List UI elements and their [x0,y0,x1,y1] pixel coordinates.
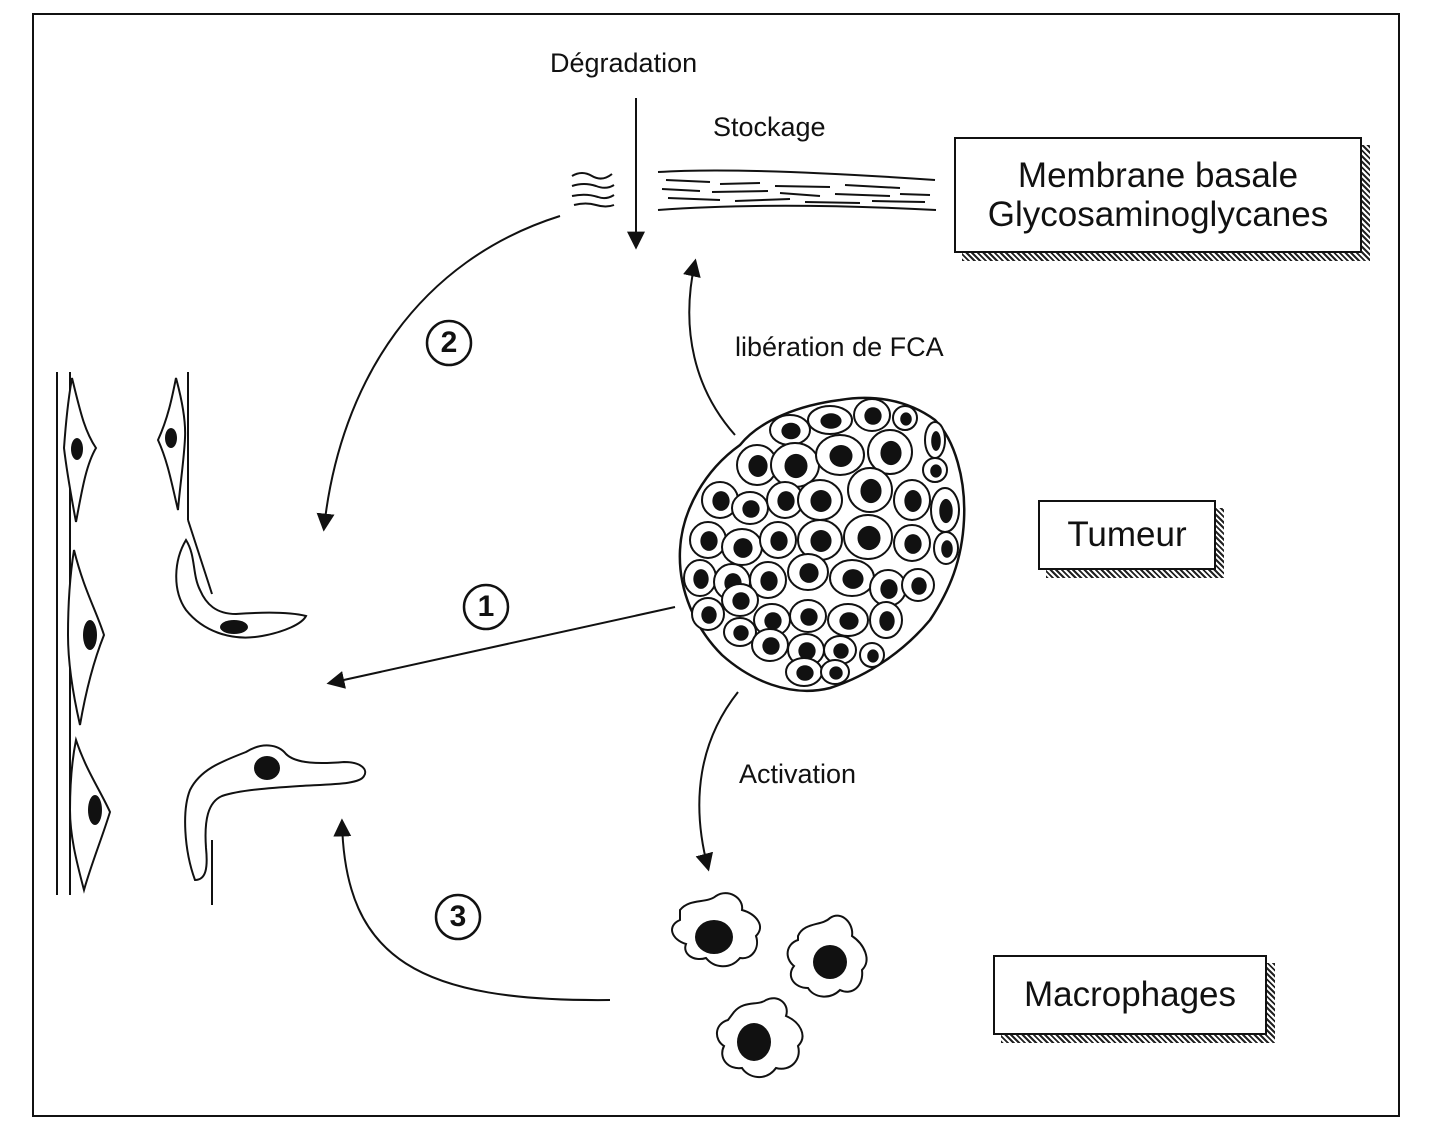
basement-membrane-fragment [571,172,615,208]
membrane-box-line1: Membrane basale [1017,155,1299,195]
tumeur-box-label: Tumeur [1067,515,1187,555]
tumor-cell [930,487,960,533]
tumor-cell [689,521,727,559]
tumor-cell [769,414,811,446]
pathway-2-arrow [316,215,561,532]
tumor-cell [867,429,913,475]
macrophages-box-label: Macrophages [1023,975,1237,1015]
tumeur-box: Tumeur [1038,500,1216,570]
tumor-cell [785,657,823,687]
pathway-3-arrow [333,818,611,1002]
activation-label: Activation [739,759,857,789]
membrane-box-line2: Glycosaminoglycanes [987,195,1329,234]
tumor-cell [922,457,948,483]
tumor-cell [731,491,769,525]
macrophage [671,892,761,968]
endothelial-cell [156,377,187,511]
tumor-cell [789,599,827,633]
macrophage [716,997,804,1078]
tumor-cell [827,603,869,637]
liberation-arrow [683,258,736,436]
basement-membrane [657,169,937,211]
tumor-cell [859,642,885,668]
macrophages-box: Macrophages [993,955,1267,1035]
tumor-cell [751,628,789,662]
tumor-cell [807,405,853,435]
migrating-endothelial-cell [184,744,367,882]
tumor-cell [736,444,778,486]
endothelial-cell [66,549,106,726]
tumor-cell [847,467,893,513]
step-1-marker [462,583,510,631]
tumor-cell [893,524,931,562]
tumor-cell [820,659,850,685]
tumor-cell [721,528,763,566]
endothelial-cell [62,377,98,523]
tumor-cell [901,568,935,602]
tumor-cell [815,434,865,476]
tumor-cell [787,553,829,591]
figure-frame [32,13,1400,1117]
macrophage [786,914,868,998]
step-2-number: 2 [440,326,458,359]
tumor-cell [759,521,797,559]
tumor-cell [853,398,891,432]
tumor-cell [933,531,959,565]
tumor-cell [829,559,875,597]
tumor-cell [843,514,893,560]
degradation-label: Dégradation [550,48,698,78]
tumor-cell [766,481,804,519]
tumor-cell [869,569,907,607]
tumor-cell [823,635,857,665]
pathway-1-arrow [326,606,676,689]
tumor-cell [753,603,791,637]
tumor-cell [691,597,725,631]
step-3-number: 3 [449,900,467,933]
tumor-cell [723,617,757,647]
tumor-cell [869,601,903,639]
tumor-cell [749,561,787,599]
tumor-cell [721,583,759,617]
endothelial-cell [68,736,112,894]
step-2-marker [425,319,473,367]
step-1-number: 1 [477,590,495,623]
liberation-label: libération de FCA [735,332,944,362]
tumor-cell [797,479,843,521]
tumor-cell [924,421,946,459]
tumor-cell [683,559,717,597]
tumor-cell [892,405,918,431]
activation-arrow [695,691,739,872]
tumor-cell [797,519,843,561]
membrane-box: Membrane basale Glycosaminoglycanes [954,137,1362,253]
stockage-label: Stockage [713,112,826,142]
migrating-endothelial-cell [175,519,308,639]
tumor-cells [683,398,960,687]
step-3-marker [434,893,482,941]
tumor-cell [893,479,931,521]
